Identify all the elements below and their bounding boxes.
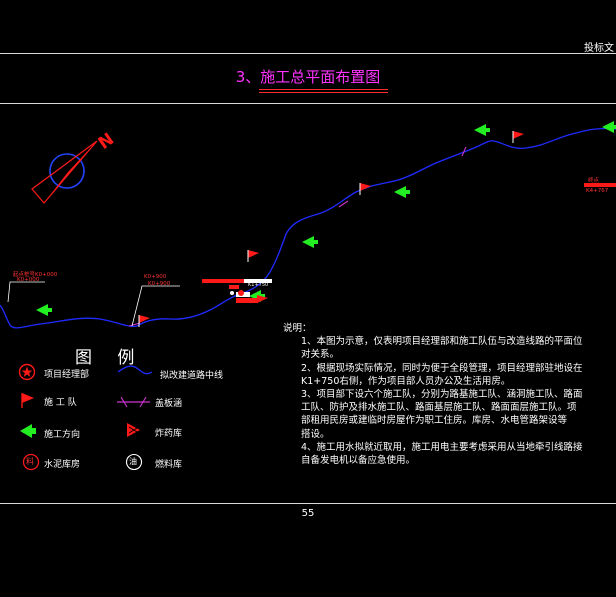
notes-line: 搭设。 <box>301 428 330 440</box>
notes-line: 对关系。 <box>301 349 340 361</box>
road-centerline <box>0 127 616 329</box>
footer-rule <box>0 503 616 504</box>
north-letter: N <box>95 129 118 154</box>
cement-store-icon <box>22 453 40 471</box>
legend-symbols <box>18 363 153 471</box>
direction-arrow-icon <box>20 424 36 438</box>
road-centerline-icon <box>117 365 153 375</box>
title-underline <box>259 89 388 90</box>
legend-title: 图 例 <box>75 348 145 368</box>
notes-line: 工队、防护及排水施工队、路面基层施工队、路面面层施工队。项 <box>301 402 577 414</box>
notes-line: 3、项目部下设六个施工队，分别为路基施工队、涵洞施工队、路面 <box>301 389 583 401</box>
notes-line: 4、施工用水拟就近取用，施工用电主要考虑采用从当地牵引线路接 <box>301 441 583 453</box>
notes-line: 2、根据现场实际情况，同时为便于全段管理，项目经理部驻地设在 <box>301 362 583 374</box>
stake-sub-end: K4+767 <box>586 188 609 194</box>
legend-label-explosive: 炸药库 <box>155 429 183 439</box>
notes-line: 自备发电机以备应急使用。 <box>301 455 416 467</box>
page-number: 55 <box>301 508 315 519</box>
legend-label-road: 拟改建道路中线 <box>160 371 224 381</box>
culvert-icon <box>117 396 150 408</box>
legend-label-fuel: 燃料库 <box>155 460 183 470</box>
notes-line: 部租用民房或建临时房屋作为职工住房。库房、水电管路架设等 <box>301 415 568 427</box>
legend-label-cement: 水泥库房 <box>44 460 81 470</box>
legend-symbol-cement: 料 <box>26 457 34 466</box>
culvert-markers <box>128 146 467 327</box>
title-rule <box>0 103 616 104</box>
stake-label-end: 终点 <box>588 178 600 184</box>
star-circle-icon <box>18 363 36 381</box>
notes-block: 说明： 1、本图为示意，仅表明项目经理部和施工队伍与改造线路的平面位 对关系。 … <box>283 322 583 467</box>
end-station-bar <box>584 183 616 187</box>
fuel-depot-icon <box>125 453 143 471</box>
legend-symbol-fuel: 油 <box>129 457 137 466</box>
stake-label-hq: K1+750 <box>248 282 269 288</box>
notes-line: K1+750右侧，作为项目部人员办公及生活用房。 <box>301 375 511 387</box>
legend-label-project-hq: 项目经理部 <box>44 370 90 380</box>
legend-label-team: 施 工 队 <box>44 398 77 408</box>
team-flags <box>138 131 524 327</box>
explosive-depot-icon <box>127 423 140 437</box>
project-hq-block <box>202 279 272 303</box>
title-underline-2 <box>259 92 388 93</box>
header-rule <box>0 53 616 54</box>
stake-sub-k0900: K0+900 <box>148 281 171 287</box>
stake-label-start: 起点桩号K0+000 <box>13 272 58 278</box>
header-tag: 投标文 <box>584 43 614 54</box>
direction-arrows <box>36 121 616 316</box>
svg-text:N: N <box>95 129 118 154</box>
stake-label-k0900: K0+900 <box>144 274 167 280</box>
legend-label-culvert: 盖板涵 <box>155 399 183 409</box>
notes-heading: 说明： <box>283 323 312 334</box>
stake-leaders <box>7 281 180 327</box>
stake-sub-start: K0+000 <box>17 277 40 283</box>
notes-line: 1、本图为示意，仅表明项目经理部和施工队伍与改造线路的平面位 <box>301 336 583 348</box>
compass-icon: N <box>31 129 118 204</box>
page-title: 3、施工总平面布置图 <box>235 68 381 86</box>
legend-label-direction: 施工方向 <box>44 430 81 440</box>
flag-icon <box>22 393 34 403</box>
